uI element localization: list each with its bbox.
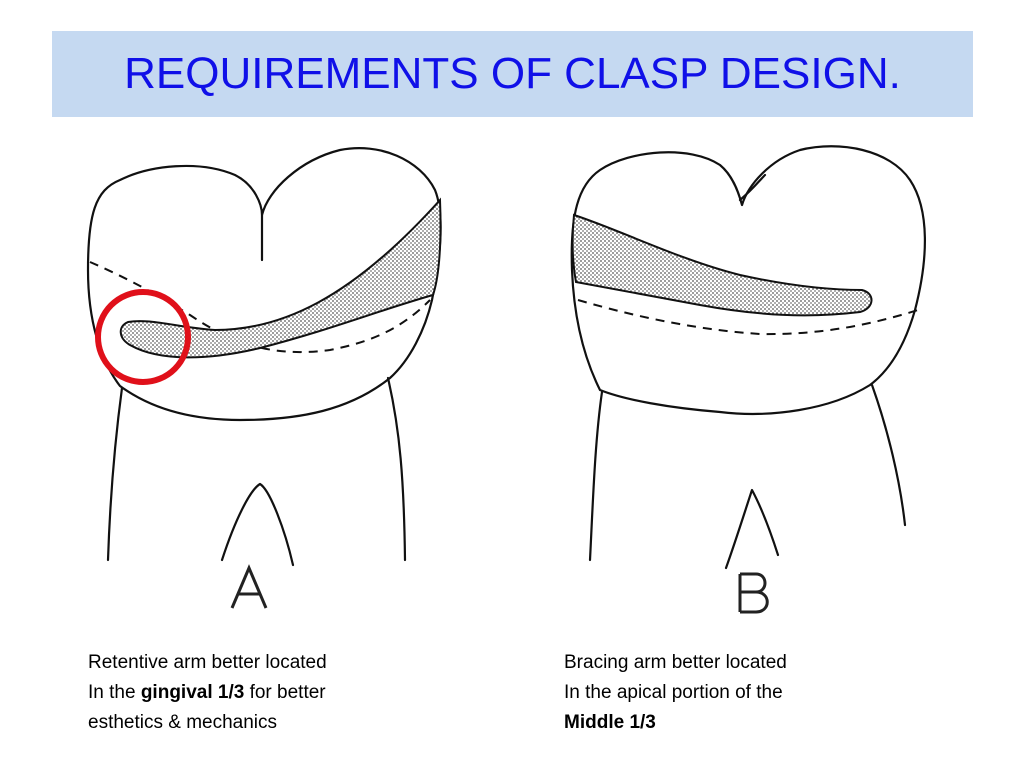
tooth-b-root-left xyxy=(588,390,604,562)
caption-a: Retentive arm better located In the ging… xyxy=(88,648,327,738)
caption-a-line2: In the gingival 1/3 for better xyxy=(88,678,327,708)
caption-b-line2: In the apical portion of the xyxy=(564,682,783,703)
caption-a-line2-suffix: for better xyxy=(244,682,326,703)
caption-b-line3-bold: Middle 1/3 xyxy=(564,712,656,733)
tooth-b-groove xyxy=(738,173,767,202)
caption-b: Bracing arm better located In the apical… xyxy=(564,648,787,738)
tooth-a-root-right xyxy=(386,376,407,562)
tooth-a-retentive-arm xyxy=(119,197,442,359)
tooth-b-furcation xyxy=(724,488,780,570)
tooth-b xyxy=(570,145,926,570)
caption-a-line2-bold: gingival 1/3 xyxy=(140,682,245,703)
figure-a-label-glyph xyxy=(230,564,268,609)
caption-b-line3: Middle 1/3 xyxy=(564,708,787,738)
caption-a-line1: Retentive arm better located xyxy=(88,652,327,673)
tooth-b-root-right xyxy=(870,383,907,527)
tooth-b-bracing-arm xyxy=(571,213,873,317)
tooth-a-furcation xyxy=(220,482,295,567)
figure-b-label-glyph xyxy=(738,572,769,614)
title-banner: REQUIREMENTS OF CLASP DESIGN. xyxy=(52,31,973,117)
slide-title: REQUIREMENTS OF CLASP DESIGN. xyxy=(124,49,901,98)
caption-b-line1: Bracing arm better located xyxy=(564,652,787,673)
caption-a-line3: esthetics & mechanics xyxy=(88,712,278,733)
tooth-b-survey-line xyxy=(577,299,919,336)
tooth-a-crown-outline xyxy=(86,147,442,422)
tooth-a-root-left xyxy=(106,386,124,562)
caption-a-line2-prefix: In the xyxy=(88,682,141,703)
highlight-circle xyxy=(95,289,191,385)
tooth-a xyxy=(86,147,442,567)
tooth-b-crown-outline xyxy=(570,145,926,415)
